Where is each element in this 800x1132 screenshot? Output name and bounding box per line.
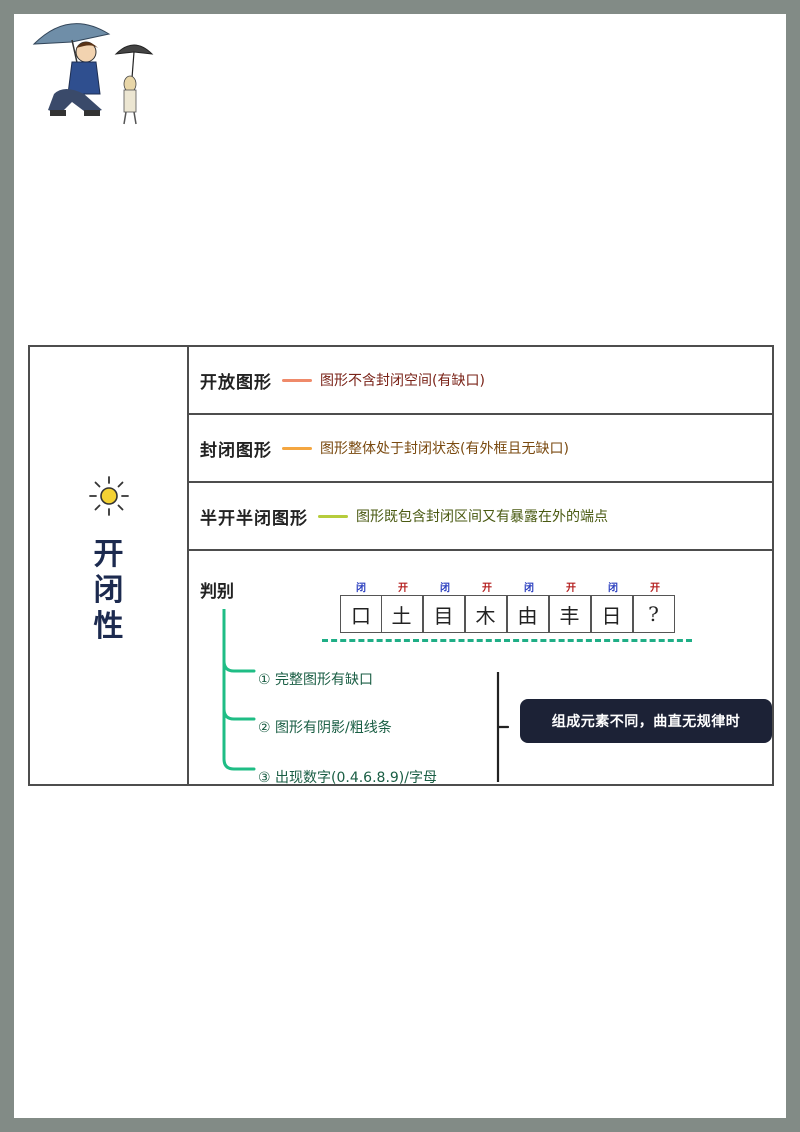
criterion-item: ① 完整图形有缺口 xyxy=(258,672,374,688)
title-char: 闭 xyxy=(93,573,124,608)
dash-line xyxy=(318,514,348,518)
cell-tag: 闭 xyxy=(524,583,534,594)
example-cell: 开 土 xyxy=(380,582,424,633)
umbrella-illustration xyxy=(32,23,154,125)
column-divider xyxy=(187,347,189,784)
cell-char: 由 xyxy=(506,595,549,633)
example-cell: 开 木 xyxy=(464,582,508,633)
example-cell: 闭 目 xyxy=(422,582,466,633)
sun-icon xyxy=(89,476,129,516)
cell-tag: 开 xyxy=(650,583,660,594)
bracket-line xyxy=(496,672,510,782)
page-sheet: 开 闭 性 开放图形 图形不含封闭空间(有缺口) 封闭图形 图形整体处于封闭状态… xyxy=(14,14,786,1118)
criterion-item: ② 图形有阴影/粗线条 xyxy=(258,720,392,736)
example-cell: 闭 口 xyxy=(340,582,382,633)
cell-tag: 闭 xyxy=(608,583,618,594)
cell-tag: 开 xyxy=(398,583,408,594)
row-divider xyxy=(187,481,772,483)
term-label: 开放图形 xyxy=(200,372,272,393)
term-label: 封闭图形 xyxy=(200,440,272,461)
cell-tag: 开 xyxy=(566,583,576,594)
term-description: 图形整体处于封闭状态(有外框且无缺口) xyxy=(320,441,569,457)
cell-char: 目 xyxy=(422,595,465,633)
cell-tag: 闭 xyxy=(440,583,450,594)
title-char: 开 xyxy=(93,537,124,572)
topic-column: 开 闭 性 xyxy=(30,347,187,784)
row-closed-figure: 封闭图形 图形整体处于封闭状态(有外框且无缺口) xyxy=(200,415,569,481)
dash-line xyxy=(282,378,312,382)
row-open-figure: 开放图形 图形不含封闭空间(有缺口) xyxy=(200,347,485,413)
term-description: 图形不含封闭空间(有缺口) xyxy=(320,373,485,389)
cell-char: 木 xyxy=(464,595,507,633)
row-half-open-figure: 半开半闭图形 图形既包含封闭区间又有暴露在外的端点 xyxy=(200,483,608,549)
cell-char: 土 xyxy=(380,595,423,633)
criterion-item: ③ 出现数字(0.4.6.8.9)/字母 xyxy=(258,770,437,786)
dash-line xyxy=(282,446,312,450)
cell-char: ? xyxy=(632,595,675,633)
example-cell: 开 丰 xyxy=(548,582,592,633)
term-label: 半开半闭图形 xyxy=(200,508,308,529)
criteria-tree-lines xyxy=(222,609,256,771)
cell-tag: 闭 xyxy=(356,583,366,594)
closure-table: 开 闭 性 开放图形 图形不含封闭空间(有缺口) 封闭图形 图形整体处于封闭状态… xyxy=(28,345,774,786)
term-description: 图形既包含封闭区间又有暴露在外的端点 xyxy=(356,509,608,525)
example-cells: 闭 口 开 土 闭 目 开 木 闭 由 开 丰 xyxy=(340,582,676,633)
cell-char: 口 xyxy=(340,595,382,633)
example-cell: 闭 由 xyxy=(506,582,550,633)
cell-char: 日 xyxy=(590,595,633,633)
dashed-separator xyxy=(322,639,692,642)
summary-box: 组成元素不同，曲直无规律时 xyxy=(520,699,772,743)
cell-tag: 开 xyxy=(482,583,492,594)
topic-title: 开 闭 性 xyxy=(30,537,187,645)
title-char: 性 xyxy=(93,609,124,644)
judge-label: 判别 xyxy=(200,582,234,602)
example-cell: 开 ? xyxy=(632,582,676,633)
cell-char: 丰 xyxy=(548,595,591,633)
row-divider xyxy=(187,549,772,551)
example-cell: 闭 日 xyxy=(590,582,634,633)
row-divider xyxy=(187,413,772,415)
